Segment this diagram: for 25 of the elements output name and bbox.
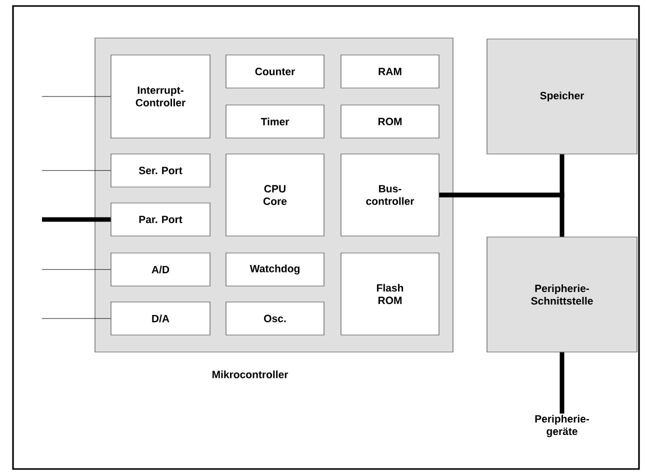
bus-line bbox=[439, 192, 564, 237]
module-box: Osc. bbox=[226, 302, 324, 336]
module-box: Timer bbox=[226, 104, 324, 138]
module-box: Par. Port bbox=[110, 202, 210, 236]
module-box: RAM bbox=[340, 54, 440, 88]
interface-box: Peripherie-Schnittstelle bbox=[486, 236, 638, 352]
bus-line bbox=[42, 217, 111, 222]
memory-box: Speicher bbox=[486, 38, 638, 154]
bus-line bbox=[42, 269, 111, 270]
module-box: Ser. Port bbox=[110, 154, 210, 188]
bus-line bbox=[560, 352, 564, 414]
module-box: A/D bbox=[110, 252, 210, 286]
bus-line bbox=[42, 170, 111, 171]
module-box: Flash ROM bbox=[340, 252, 440, 336]
module-box: Interrupt-Controller bbox=[110, 54, 210, 138]
node-label: Mikrocontroller bbox=[212, 370, 288, 378]
bus-line bbox=[42, 96, 111, 97]
bus-line bbox=[42, 318, 111, 319]
module-box: Watchdog bbox=[226, 252, 324, 286]
module-box: Counter bbox=[226, 54, 324, 88]
device-label: Peripherie-geräte bbox=[535, 414, 589, 438]
module-box: Bus-controller bbox=[340, 154, 440, 236]
module-box: CPU Core bbox=[226, 154, 324, 236]
module-box: D/A bbox=[110, 302, 210, 336]
module-box: ROM bbox=[340, 104, 440, 138]
